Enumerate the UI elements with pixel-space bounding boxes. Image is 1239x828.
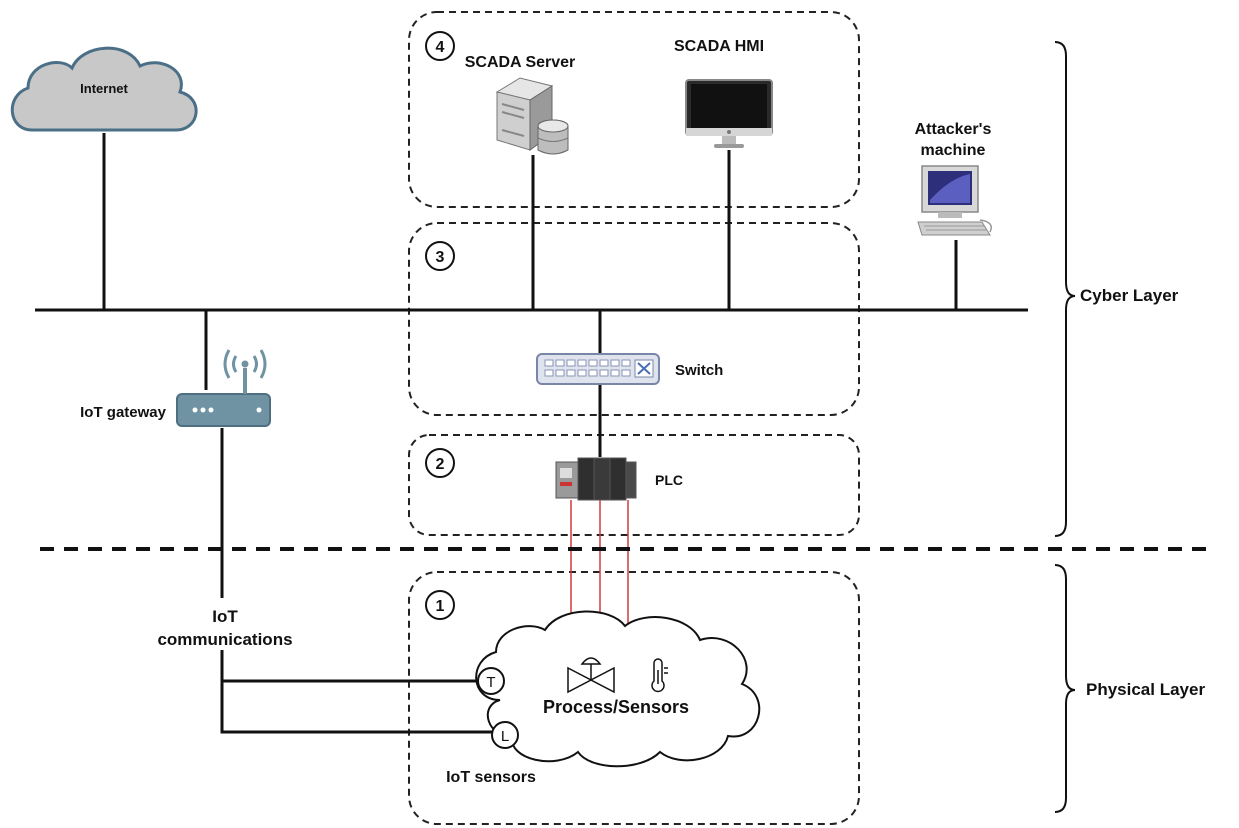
- switch-label: Switch: [675, 362, 723, 379]
- zone-4-box: [408, 11, 860, 208]
- sensor-t: T: [477, 667, 505, 695]
- internet-label: Internet: [80, 81, 128, 96]
- process-sensors-label: Process/Sensors: [543, 697, 689, 717]
- sensor-l-label: L: [501, 728, 509, 745]
- wifi-router-icon: [176, 349, 271, 427]
- physical-layer-label: Physical Layer: [1086, 680, 1205, 699]
- process-cloud: [475, 610, 761, 768]
- network-lines: [35, 133, 1028, 734]
- iot-communications-label-line2: communications: [157, 630, 292, 649]
- zone-3-number: 3: [436, 249, 445, 266]
- zone-boxes: [408, 11, 860, 825]
- attacker-label-line2: machine: [921, 142, 986, 159]
- zone-1-box: [408, 571, 860, 825]
- zone-numbers: 4 3 2 1: [425, 31, 455, 620]
- sensor-l: L: [491, 721, 519, 749]
- attacker-label-line1: Attacker's: [915, 121, 992, 138]
- scada-hmi-label: SCADA HMI: [674, 38, 764, 55]
- zone-2-box: [408, 434, 860, 536]
- monitor-icon: [685, 79, 773, 148]
- server-icon: [495, 77, 569, 155]
- cyber-layer-label: Cyber Layer: [1080, 286, 1179, 305]
- cloud-icon: [10, 46, 198, 132]
- zone-3-box: [408, 222, 860, 416]
- cyber-layer-brace: [1054, 41, 1076, 537]
- scada-server-label: SCADA Server: [465, 54, 576, 71]
- plc-label: PLC: [655, 472, 683, 488]
- sensor-t-label: T: [486, 674, 495, 691]
- iot-communications-label-line1: IoT: [212, 607, 238, 626]
- plc-field-wires: [570, 500, 629, 632]
- valve-icon: [567, 657, 615, 694]
- zone-2-number: 2: [436, 456, 445, 473]
- iot-sensors-label: IoT sensors: [446, 769, 536, 786]
- network-switch-icon: [536, 353, 660, 385]
- iot-link-t: [220, 650, 480, 683]
- iot-gateway-label: IoT gateway: [80, 404, 167, 421]
- physical-layer-brace: [1054, 564, 1076, 813]
- iot-link-l: [220, 681, 492, 734]
- zone-1-number: 1: [436, 598, 445, 615]
- plc-icon: [555, 457, 637, 501]
- computer-icon: [917, 165, 992, 236]
- zone-4-number: 4: [436, 39, 445, 56]
- thermometer-icon: [651, 658, 668, 693]
